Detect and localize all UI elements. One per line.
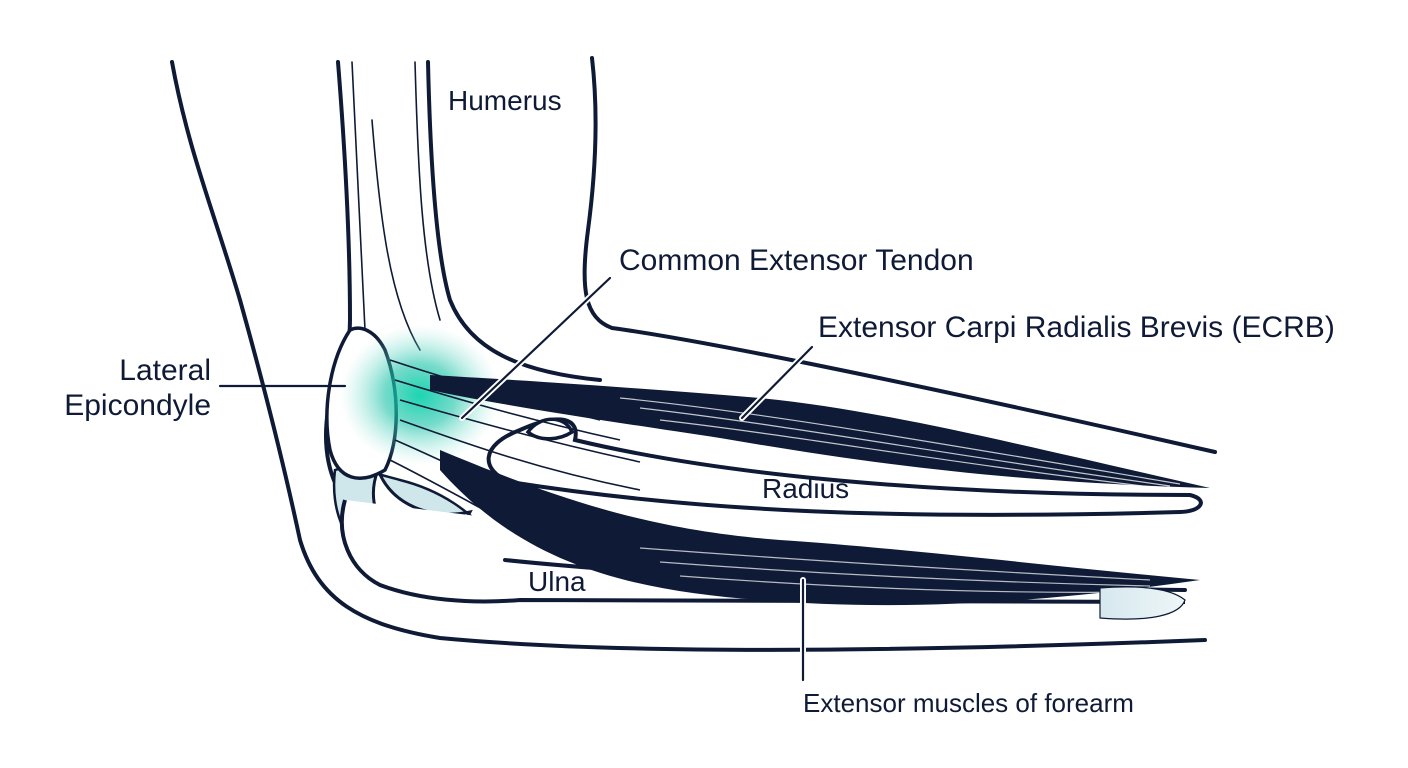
label-ecrb: Extensor Carpi Radialis Brevis (ECRB)	[818, 311, 1335, 344]
inflammation-highlight	[340, 325, 500, 465]
humerus-texture-2	[414, 61, 441, 321]
leader-ecrb	[740, 345, 814, 420]
radius-bone	[486, 417, 1203, 517]
forearm-extensor-fibers	[639, 547, 1151, 593]
skin-outline	[170, 60, 1207, 652]
forearm-extensor-muscle	[440, 450, 1200, 606]
humerus-bone-inner	[426, 60, 602, 382]
ecrb-muscle	[430, 375, 1210, 488]
humerus-texture-3	[371, 119, 421, 351]
tendon-wrist-end	[1099, 586, 1186, 620]
label-extensor-muscles: Extensor muscles of forearm	[803, 688, 1134, 718]
humerus-texture-1	[351, 61, 366, 331]
leader-common-tendon	[460, 276, 612, 420]
label-radius: Radius	[762, 473, 849, 504]
skin-outline-upper	[582, 56, 1217, 454]
ecrb-fibers	[619, 397, 1181, 489]
label-ulna: Ulna	[528, 566, 586, 597]
label-lateral: Lateral	[119, 354, 211, 387]
label-epicondyle: Epicondyle	[64, 389, 211, 422]
common-extensor-tendon-fibers	[389, 359, 641, 551]
label-humerus: Humerus	[448, 85, 562, 116]
label-common-extensor-tendon: Common Extensor Tendon	[619, 244, 974, 277]
